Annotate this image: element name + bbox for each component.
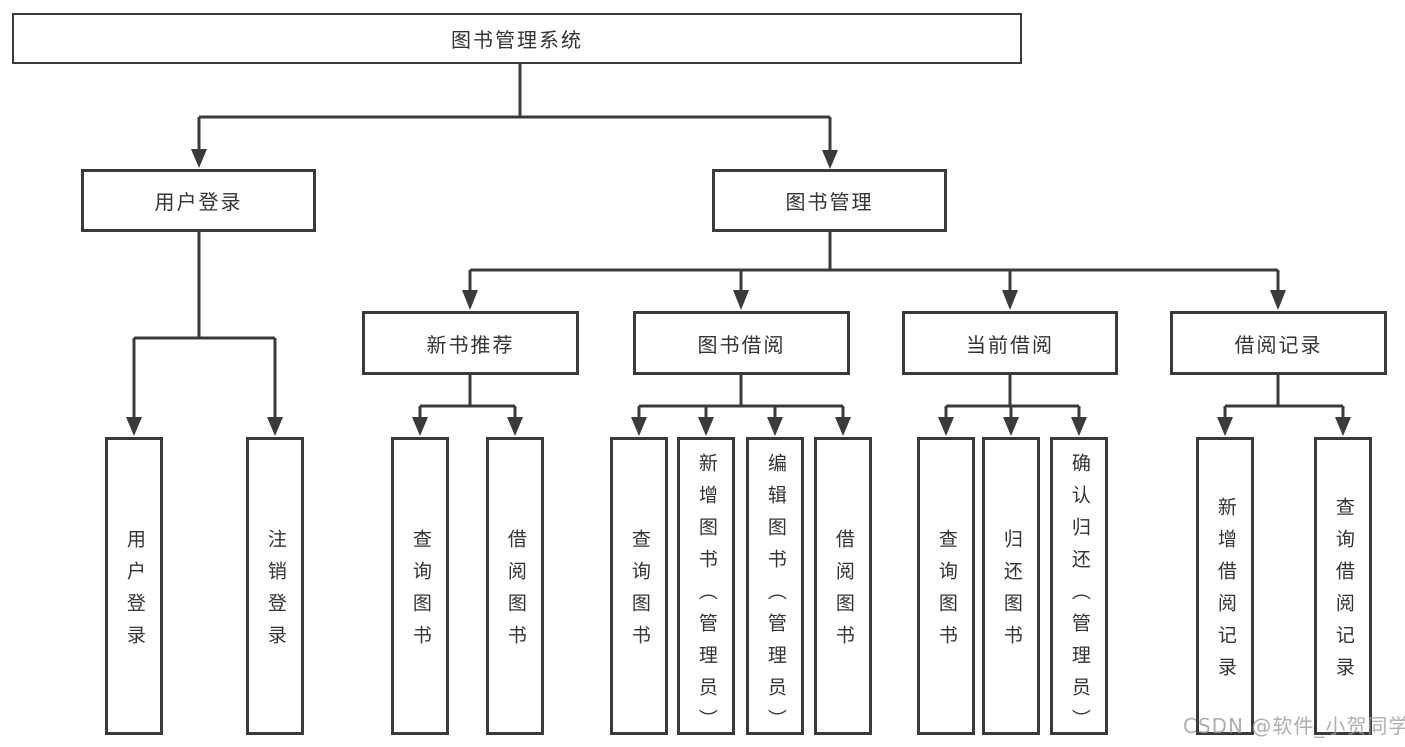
leaf-query-books-borrow: 查询图书	[610, 437, 668, 735]
leaf-confirm-return-admin-label: 确认归还（管理员）	[1068, 453, 1091, 741]
leaf-query-books-recommend-label: 查询图书	[409, 528, 432, 657]
node-new-book-recommend: 新书推荐	[362, 311, 579, 375]
arrowheads	[126, 149, 1351, 436]
leaf-return-book-label: 归还图书	[1000, 528, 1023, 657]
node-root-label: 图书管理系统	[451, 28, 583, 52]
leaf-edit-book-admin: 编辑图书（管理员）	[746, 437, 804, 741]
leaf-query-books-current-label: 查询图书	[935, 528, 958, 657]
node-current-borrow: 当前借阅	[902, 311, 1118, 375]
leaf-logout-label: 注销登录	[264, 528, 287, 657]
leaf-user-login: 用户登录	[105, 437, 163, 735]
leaf-edit-book-admin-label: 编辑图书（管理员）	[764, 453, 787, 741]
node-book-management: 图书管理	[712, 169, 947, 232]
leaf-query-books-borrow-label: 查询图书	[628, 528, 651, 657]
node-user-login: 用户登录	[81, 169, 316, 232]
node-current-borrow-label: 当前借阅	[966, 332, 1054, 357]
connector-current	[944, 375, 1081, 419]
node-borrow-records-label: 借阅记录	[1234, 332, 1323, 357]
leaf-borrow-books-recommend: 借阅图书	[486, 437, 544, 735]
leaf-confirm-return-admin: 确认归还（管理员）	[1050, 437, 1108, 741]
node-new-book-recommend-label: 新书推荐	[426, 332, 515, 357]
connector-login	[132, 232, 277, 419]
connector-records	[1223, 375, 1345, 419]
node-book-borrow: 图书借阅	[633, 311, 850, 375]
watermark: CSDN @软件_小贺同学	[1183, 714, 1405, 738]
connector-root	[197, 64, 832, 151]
leaf-query-borrow-record-label: 查询借阅记录	[1332, 496, 1355, 689]
leaf-add-book-admin-label: 新增图书（管理员）	[695, 453, 718, 741]
leaf-add-borrow-record: 新增借阅记录	[1196, 437, 1254, 735]
leaf-add-book-admin: 新增图书（管理员）	[677, 437, 735, 741]
leaf-query-books-recommend: 查询图书	[391, 437, 449, 735]
node-root: 图书管理系统	[12, 13, 1022, 64]
node-book-management-label: 图书管理	[785, 190, 874, 214]
connector-management	[468, 232, 1280, 293]
leaf-logout: 注销登录	[246, 437, 304, 735]
node-borrow-records: 借阅记录	[1170, 311, 1387, 375]
node-book-borrow-label: 图书借阅	[697, 332, 786, 357]
connector-recommend	[418, 375, 517, 419]
leaf-query-books-current: 查询图书	[917, 437, 975, 735]
leaf-return-book: 归还图书	[982, 437, 1040, 735]
connector-borrow	[637, 375, 845, 419]
leaf-query-borrow-record: 查询借阅记录	[1314, 437, 1372, 735]
leaf-borrow-books-label: 借阅图书	[832, 528, 855, 657]
leaf-borrow-books: 借阅图书	[814, 437, 872, 735]
leaf-add-borrow-record-label: 新增借阅记录	[1214, 496, 1237, 689]
node-user-login-label: 用户登录	[154, 190, 243, 214]
leaf-borrow-books-recommend-label: 借阅图书	[504, 528, 527, 657]
leaf-user-login-label: 用户登录	[123, 528, 146, 657]
